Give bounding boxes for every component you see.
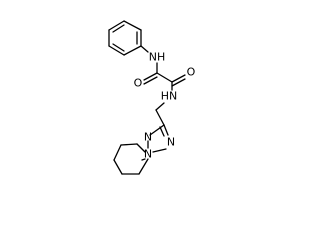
amide-nh-label-top: NH [149,51,166,64]
atom-labels: NH O O HN N N N [134,51,196,161]
ring-nitrogen-label-fused: N [144,131,152,144]
ring-nitrogen-label-right: N [167,136,175,149]
carbonyl-oxygen-label-left: O [134,77,143,90]
amide-nh-label-bottom: HN [161,90,178,103]
oxamide-chain [140,45,186,126]
phenyl-ring [108,20,142,56]
molecule-structure: NH O O HN N N N [108,20,196,175]
fused-ring-system [113,124,169,175]
carbonyl-oxygen-label-right: O [187,66,196,79]
ring-nitrogen-label-bottom: N [144,148,152,161]
